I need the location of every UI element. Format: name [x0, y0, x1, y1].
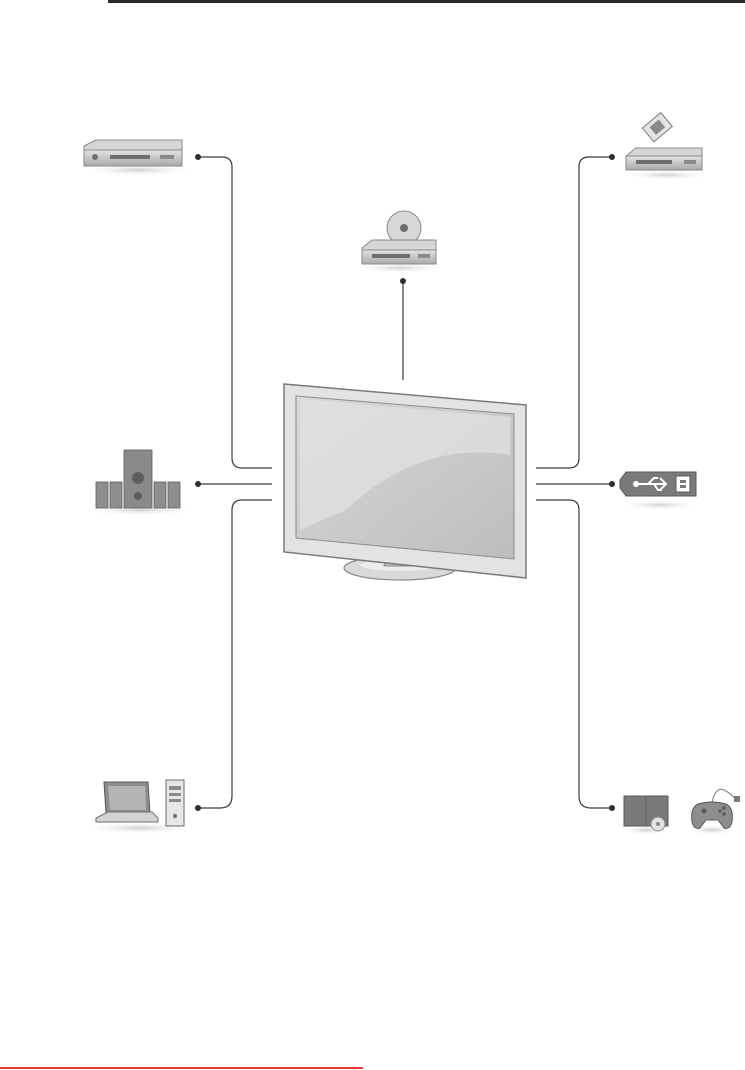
blu-ray-player-icon [352, 211, 448, 273]
dot-set-top-box [609, 154, 615, 160]
line-dvd [198, 157, 272, 468]
line-game-console [536, 500, 612, 808]
line-set-top-box [536, 157, 612, 468]
usb-icon [620, 472, 700, 510]
game-console-icon [620, 789, 740, 835]
dot-blu-ray [400, 278, 406, 284]
dvd-player-icon [80, 140, 196, 176]
dot-game-console [609, 805, 615, 811]
dot-usb [609, 481, 615, 487]
set-top-box-icon [620, 113, 712, 180]
dot-home-theater [195, 481, 201, 487]
dot-pc [195, 805, 201, 811]
line-pc [198, 500, 272, 808]
dot-dvd [195, 154, 201, 160]
footer-rule [0, 1067, 363, 1069]
laptop-and-desktop-icon [82, 780, 198, 834]
tv-icon [284, 384, 526, 580]
home-theater-speakers-icon [82, 450, 198, 516]
